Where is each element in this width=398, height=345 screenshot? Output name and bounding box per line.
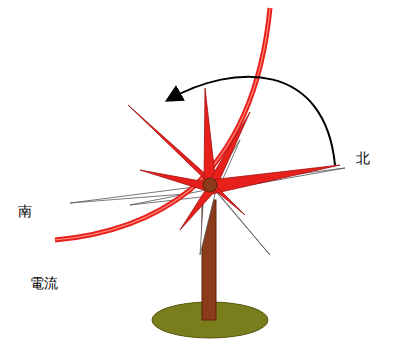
direction-label: 北: [356, 150, 370, 167]
deflected-needle: [128, 88, 340, 230]
current-wire: [55, 8, 270, 240]
rotation-arrow: [168, 77, 335, 165]
direction-label: 南: [18, 203, 32, 220]
current-label: 電流: [30, 275, 58, 292]
current-wire-highlight: [55, 8, 270, 240]
pivot: [203, 178, 217, 192]
